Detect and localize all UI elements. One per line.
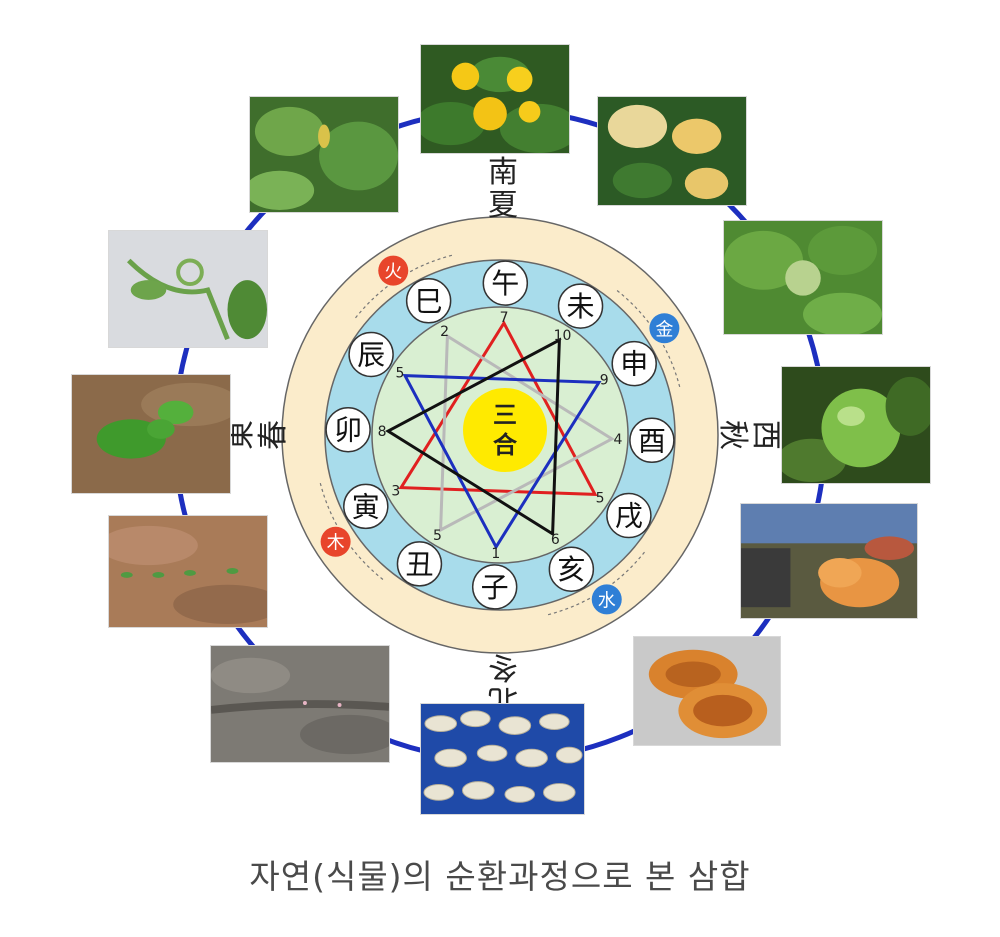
branch-circle — [325, 406, 371, 453]
element-connector — [547, 551, 645, 616]
five-element-badges: 火金水 木 — [320, 255, 680, 615]
branch-circle — [343, 483, 389, 530]
fire-badge — [378, 255, 409, 286]
direction-south: 南夏 — [488, 155, 518, 223]
wood-triangle — [385, 337, 561, 537]
branch-circle — [611, 340, 657, 387]
photo-soil-furrow — [210, 645, 390, 763]
water-badge — [591, 584, 622, 615]
center-label-top: 三 — [493, 400, 517, 429]
diagram-caption: 자연(식물)의 순환과정으로 본 삼합 — [249, 857, 751, 896]
branch-circle — [629, 417, 675, 464]
metal-badge-label: 金 — [655, 319, 673, 340]
branch-number: 5 — [433, 528, 442, 544]
photo-flowers-south — [420, 44, 570, 154]
branch-label: 丑 — [405, 548, 433, 581]
photo-green-pumpkin — [781, 366, 931, 484]
branch-number: 3 — [391, 483, 400, 499]
photo-young-fruit — [723, 220, 883, 335]
branch-numbers: 7 10 9 4 5 6 1 5 3 8 5 2 — [378, 310, 623, 562]
water-badge-label: 水 — [598, 590, 616, 611]
branch-number: 8 — [378, 424, 387, 440]
element-connector — [616, 290, 681, 388]
metal-badge — [649, 313, 680, 344]
branch-circle — [348, 331, 394, 378]
wood-badge-label: 木 — [327, 533, 345, 554]
branch-number: 5 — [395, 365, 404, 381]
direction-char: 春 — [256, 420, 291, 450]
element-connector — [319, 482, 384, 580]
photo-seeds — [420, 703, 585, 815]
branch-label: 未 — [567, 290, 595, 323]
branch-circle — [606, 492, 652, 539]
photo-wilting-flowers — [597, 96, 747, 206]
fire-badge-label: 火 — [384, 262, 402, 283]
branch-label: 寅 — [352, 490, 380, 523]
branch-label: 辰 — [357, 338, 385, 371]
direction-char: 南 — [488, 155, 518, 190]
photo-tendril — [108, 230, 268, 348]
photo-ripe-pumpkins — [740, 503, 918, 619]
branch-circle — [405, 278, 452, 324]
branch-label: 卯 — [334, 414, 362, 447]
branch-label: 申 — [620, 348, 648, 381]
wood-badge — [320, 526, 351, 557]
branch-number: 4 — [613, 432, 622, 448]
direction-char: 冬 — [488, 649, 518, 684]
element-connector — [355, 254, 453, 319]
direction-char: 夏 — [488, 188, 518, 223]
direction-west: 西秋 — [715, 420, 783, 450]
metal-triangle — [439, 333, 615, 533]
center-disc — [463, 388, 547, 472]
branch-number: 10 — [554, 328, 572, 344]
branch-circle — [548, 546, 595, 592]
branch-circle — [482, 260, 529, 306]
direction-east: 東春 — [223, 420, 291, 450]
branch-label: 亥 — [557, 553, 585, 586]
branch-number: 9 — [600, 373, 609, 389]
branch-label: 戌 — [615, 500, 643, 533]
branch-number: 2 — [440, 324, 449, 340]
samhap-triangles — [385, 320, 615, 550]
branch-circle — [557, 283, 604, 329]
branch-number: 7 — [500, 310, 509, 326]
branch-label: 午 — [491, 267, 519, 300]
branch-number: 1 — [491, 546, 500, 562]
photo-cut-pumpkin — [633, 636, 781, 746]
center-label-bottom: 合 — [493, 430, 518, 459]
branch-circle — [396, 541, 443, 587]
direction-char: 西 — [748, 420, 783, 450]
element-connectors — [319, 254, 681, 616]
branch-label: 酉 — [638, 424, 666, 457]
water-triangle — [402, 374, 602, 550]
photo-sprouts-row — [108, 515, 268, 628]
branch-circle — [471, 564, 518, 610]
photo-seedling — [71, 374, 231, 494]
branch-number: 6 — [551, 532, 560, 548]
direction-char: 秋 — [715, 420, 750, 450]
branch-number: 5 — [596, 491, 605, 507]
branch-label: 巳 — [415, 285, 443, 318]
branch-label: 子 — [481, 571, 509, 604]
fire-triangle — [398, 320, 598, 496]
photo-vine-leaves — [249, 96, 399, 213]
